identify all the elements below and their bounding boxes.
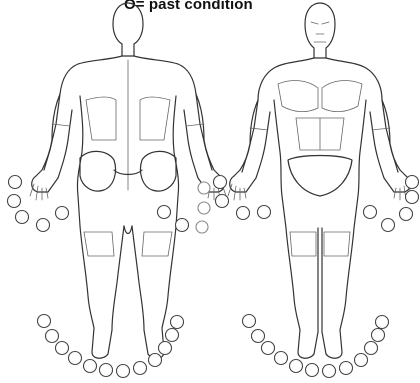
marker-circle[interactable]	[38, 315, 51, 328]
marker-circle[interactable]	[376, 316, 389, 329]
marker-circle[interactable]	[117, 365, 130, 378]
marker-circle[interactable]	[252, 330, 265, 343]
marker-circle[interactable]	[214, 176, 227, 189]
front-figure	[228, 3, 412, 358]
marker-circle[interactable]	[198, 202, 210, 214]
marker-circle[interactable]	[340, 362, 353, 375]
marker-circle[interactable]	[100, 364, 113, 377]
marker-circle[interactable]	[216, 195, 229, 208]
marker-circle[interactable]	[149, 354, 162, 367]
back-figure	[30, 3, 226, 358]
marker-circle[interactable]	[355, 354, 368, 367]
marker-circle[interactable]	[243, 315, 256, 328]
marker-circle[interactable]	[159, 342, 172, 355]
marker-circle[interactable]	[37, 219, 50, 232]
marker-circle[interactable]	[306, 364, 319, 377]
marker-circle[interactable]	[290, 360, 303, 373]
marker-circle[interactable]	[84, 360, 97, 373]
marker-circle[interactable]	[372, 329, 385, 342]
marker-circle[interactable]	[365, 342, 378, 355]
marker-circle[interactable]	[406, 191, 419, 204]
marker-circle[interactable]	[8, 195, 21, 208]
marker-circle[interactable]	[166, 329, 179, 342]
marker-circle[interactable]	[46, 330, 59, 343]
marker-circle[interactable]	[258, 206, 271, 219]
marker-circle[interactable]	[382, 219, 395, 232]
marker-circle[interactable]	[16, 211, 29, 224]
marker-circle[interactable]	[198, 182, 210, 194]
marker-circle[interactable]	[196, 221, 208, 233]
marker-circle[interactable]	[406, 176, 419, 189]
marker-circle[interactable]	[176, 219, 189, 232]
marker-circle[interactable]	[262, 342, 275, 355]
marker-circle[interactable]	[237, 207, 250, 220]
marker-circle[interactable]	[158, 206, 171, 219]
marker-circle[interactable]	[171, 316, 184, 329]
marker-circle[interactable]	[56, 207, 69, 220]
marker-circle[interactable]	[364, 206, 377, 219]
marker-circle[interactable]	[275, 352, 288, 365]
marker-circle[interactable]	[9, 176, 22, 189]
marker-circle[interactable]	[56, 342, 69, 355]
marker-circle[interactable]	[400, 208, 413, 221]
marker-circle[interactable]	[323, 365, 336, 378]
marker-circle[interactable]	[69, 352, 82, 365]
marker-circle[interactable]	[134, 362, 147, 375]
